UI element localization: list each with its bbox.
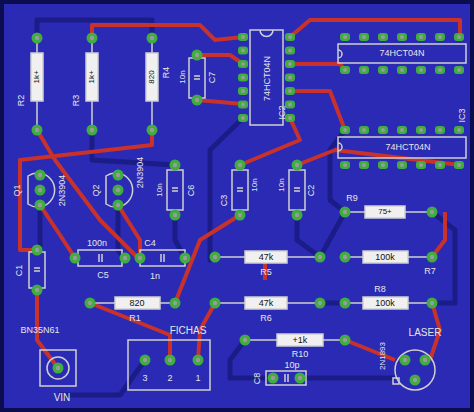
part-value: 1k+ [33, 70, 41, 83]
ic-pad [238, 60, 248, 68]
ic-pad [285, 60, 295, 68]
part-name: Q1 [12, 184, 21, 196]
part-name: C7 [208, 71, 217, 83]
ic-pad [340, 33, 350, 41]
pin-number: 2 [167, 374, 172, 383]
ic-pad [397, 33, 407, 41]
pin-number: 3 [142, 374, 147, 383]
part-value: 47k [259, 253, 274, 262]
part-name: LASER [409, 328, 442, 338]
ic-pad [238, 87, 248, 95]
part-value: 100k [375, 253, 395, 262]
ic-pad [378, 161, 388, 169]
part-name: R3 [72, 94, 81, 106]
part-value: 74HCT04N [379, 49, 424, 58]
ic-pad [359, 126, 369, 134]
part-name: C8 [253, 372, 262, 384]
ic-pad [238, 47, 248, 55]
ic-pad [285, 114, 295, 122]
part-value: 1k+ [88, 70, 96, 83]
ic-pad [454, 66, 464, 74]
ic-pad [378, 126, 388, 134]
part-name: R7 [424, 267, 436, 276]
part-name: R4 [162, 66, 171, 78]
part-value: 820 [129, 299, 144, 308]
ic-pad [359, 161, 369, 169]
ic-pad [397, 161, 407, 169]
part-name: C6 [187, 184, 196, 196]
part-value: 1n [150, 272, 160, 281]
part-value: 75+ [378, 208, 392, 216]
part-value: +1k [293, 336, 308, 345]
pin-number: 1 [195, 374, 200, 383]
part-value: 100k [375, 299, 395, 308]
ic-pad [416, 33, 426, 41]
ic-pad [359, 33, 369, 41]
ic-pad [435, 126, 445, 134]
ic-pad [285, 47, 295, 55]
ic-pad [285, 87, 295, 95]
ic-pad [285, 33, 295, 41]
part-value: 100n [87, 239, 107, 248]
part-value: 74HCT04N [264, 55, 273, 100]
ic-pad [238, 114, 248, 122]
ic-pad [416, 126, 426, 134]
part-name: R2 [17, 94, 26, 106]
part-name: BN35N61 [20, 326, 59, 335]
ic-pad [397, 66, 407, 74]
ic-pad [285, 101, 295, 109]
part-name: R5 [260, 268, 272, 277]
part-name: C2 [307, 184, 316, 196]
ic-pad [378, 66, 388, 74]
part-name: IC2 [277, 105, 286, 119]
ic-pad [416, 161, 426, 169]
ic-pad [340, 161, 350, 169]
part-name: IC3 [457, 108, 466, 122]
part-value: 10n [251, 178, 259, 191]
ic-pad [378, 33, 388, 41]
part-value: 820 [148, 70, 156, 83]
ic-pad [397, 126, 407, 134]
part-name: R9 [346, 194, 358, 203]
part-name: R8 [374, 285, 386, 294]
ic-pad [435, 161, 445, 169]
part-name: C1 [15, 264, 24, 276]
ic-pad [340, 66, 350, 74]
part-value: 10p [284, 361, 299, 370]
ic-pad [285, 74, 295, 82]
part-name: R10 [292, 350, 309, 359]
part-value: 10n [179, 70, 187, 83]
ic-pad [435, 33, 445, 41]
part-value: 2N3904 [137, 156, 146, 188]
ic-pad [454, 33, 464, 41]
ic-pad [416, 66, 426, 74]
part-value: 74HCT04N [385, 143, 430, 152]
ic-pad [238, 74, 248, 82]
ic-pad [435, 66, 445, 74]
part-name: VIN [54, 393, 71, 403]
ic-pad [454, 126, 464, 134]
part-name: R1 [129, 314, 141, 323]
part-name: C5 [97, 271, 109, 280]
ic-pad [454, 161, 464, 169]
part-value: 2N3904 [59, 174, 68, 206]
part-value: 10n [278, 178, 286, 191]
part-name: C3 [220, 194, 229, 206]
ic-pad [238, 101, 248, 109]
part-value: 10n [156, 183, 164, 196]
ic-pad [238, 33, 248, 41]
part-name: R6 [260, 314, 272, 323]
part-name: Q2 [91, 184, 100, 196]
ic-pad [359, 66, 369, 74]
part-value: 2N1893 [379, 342, 387, 370]
part-name: C4 [144, 239, 156, 248]
connector-name: FICHAS [170, 326, 207, 336]
part-value: 47k [259, 299, 274, 308]
ic-pad [340, 126, 350, 134]
